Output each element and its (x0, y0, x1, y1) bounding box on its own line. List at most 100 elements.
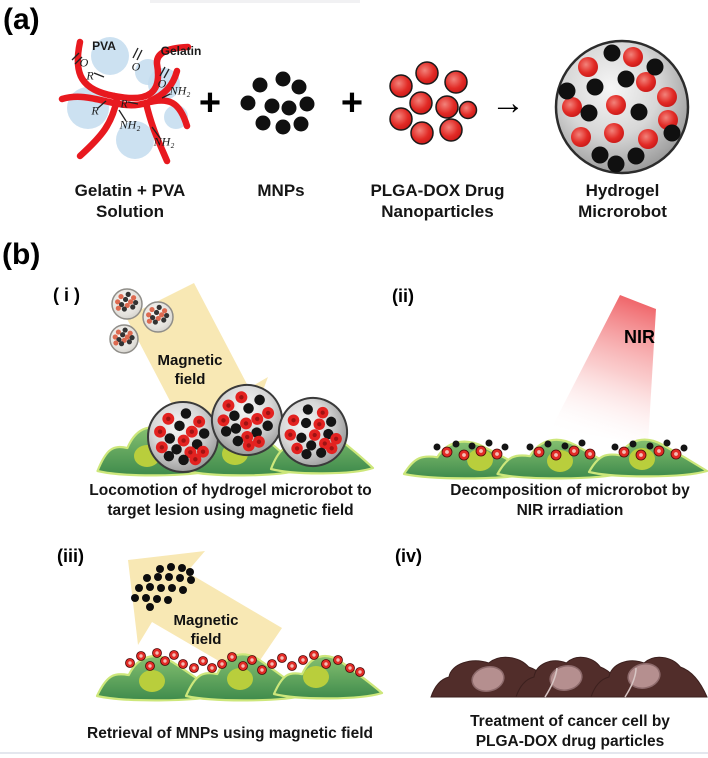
drug-dot-core (622, 450, 626, 454)
drug-dot-core (294, 446, 300, 451)
microrobots-on-cells (147, 384, 348, 473)
drug-dot-core (288, 432, 293, 437)
plus-operator-2: + (340, 82, 364, 124)
mnp-dot (178, 564, 186, 572)
drug-dot-core (128, 661, 132, 665)
drug-dot-core (358, 670, 362, 674)
drug-dot (115, 305, 121, 311)
mnp-dot (164, 312, 170, 319)
mnp-dot (187, 576, 195, 584)
drug-dot-core (181, 662, 185, 666)
caption-iv: Treatment of cancer cell by PLGA-DOX dru… (470, 713, 670, 751)
mnp-dot (164, 596, 172, 604)
drug-dot (162, 308, 168, 314)
mnp-dot (630, 103, 648, 121)
mnp-dot (122, 296, 129, 303)
mnp-dot (126, 339, 132, 345)
drug-dot-core (250, 658, 254, 662)
mnp-dot (152, 319, 158, 325)
drug-dot-core (479, 449, 483, 453)
reaction-arrow: → (491, 84, 525, 122)
bond-line (163, 68, 170, 79)
drug-dot (657, 87, 677, 107)
chem-label: NH₂ (119, 117, 141, 132)
pva-blob (116, 121, 154, 159)
bond-line (132, 47, 139, 59)
mnp-dot (291, 79, 307, 95)
top-crop-artifact (150, 0, 360, 3)
mnp-dot (180, 408, 192, 419)
drug-dot (128, 299, 134, 305)
mnp-cluster (240, 71, 315, 135)
drug-dot-core (260, 668, 264, 672)
small-microrobot (111, 288, 143, 320)
drug-dot-core (554, 453, 558, 457)
cancer-cells-iii (95, 653, 384, 702)
mnp-dot (663, 124, 681, 142)
cell-nucleus (227, 668, 253, 690)
mnp-dot (122, 327, 128, 333)
mnp-dot (178, 454, 189, 466)
bond-line (93, 72, 105, 78)
drug-dot-core (572, 449, 576, 453)
drug-dot-core (181, 438, 186, 443)
drug-dot (118, 293, 124, 300)
panel-ii-label: (ii) (392, 286, 414, 306)
chem-label: R (91, 103, 99, 118)
mnp-dot (663, 439, 671, 447)
cancer-cells-ii (402, 438, 708, 480)
drug-dot-core (193, 457, 198, 462)
mnp-dot (607, 155, 625, 173)
drug-dot-core (201, 659, 205, 663)
plga-dot (410, 121, 434, 145)
mnp-dot (296, 432, 307, 443)
caption-gelatin-pva: Gelatin + PVA Solution (74, 181, 186, 221)
plga-dot (444, 70, 468, 94)
drug-dot (146, 318, 152, 324)
drug-dot (155, 315, 161, 322)
drug-dot-core (329, 446, 334, 451)
mnp-dot (251, 427, 262, 438)
drug-dot-core (157, 429, 163, 434)
bond-line (97, 100, 107, 109)
drug-dot (578, 57, 598, 77)
mnp-dot (293, 116, 309, 132)
mnp-dot (301, 449, 312, 460)
magnetic-field-label-iii: Magnetic field (173, 612, 239, 648)
mnp-dot (326, 416, 337, 427)
mnp-dot (586, 78, 604, 96)
cell-nucleus (139, 670, 165, 692)
caption-hydrogel-microrobot: Hydrogel Microrobot (578, 181, 667, 221)
hydrogel-microrobot (147, 401, 219, 473)
drug-dot-core (317, 422, 322, 427)
hydrogel-microrobot (554, 39, 690, 175)
drug-dot (571, 127, 591, 147)
mnp-dot (526, 443, 534, 451)
chem-label: O (157, 76, 167, 91)
drug-dot-core (495, 452, 499, 456)
drug-dot-core (270, 662, 274, 666)
mnp-dot (561, 442, 569, 450)
mnp-dot (433, 443, 441, 451)
mnp-dot (220, 426, 232, 437)
cell-nucleus (303, 666, 329, 688)
drug-dot (604, 123, 624, 143)
drug-dot-core (256, 439, 262, 444)
magnetic-field-label-i: Magnetic field (157, 352, 223, 388)
mnp-dot (153, 309, 160, 316)
mnp-dot (120, 332, 126, 338)
drug-dot-core (192, 666, 196, 670)
mnp-dot (468, 442, 476, 450)
caption-i: Locomotion of hydrogel microrobot to tar… (89, 482, 372, 520)
mnp-dot (627, 147, 645, 165)
mnp-dot (617, 70, 635, 88)
caption-ii: Decomposition of microrobot by NIR irrad… (450, 482, 690, 520)
mnp-dot (119, 302, 125, 308)
drug-dot-core (230, 655, 234, 659)
chem-label: O (79, 55, 89, 70)
remaining-drug-dots (125, 648, 365, 677)
drug-dot-core (639, 453, 643, 457)
plga-dot (435, 95, 459, 119)
drug-dot (112, 334, 118, 340)
drug-dot-core (243, 421, 249, 426)
